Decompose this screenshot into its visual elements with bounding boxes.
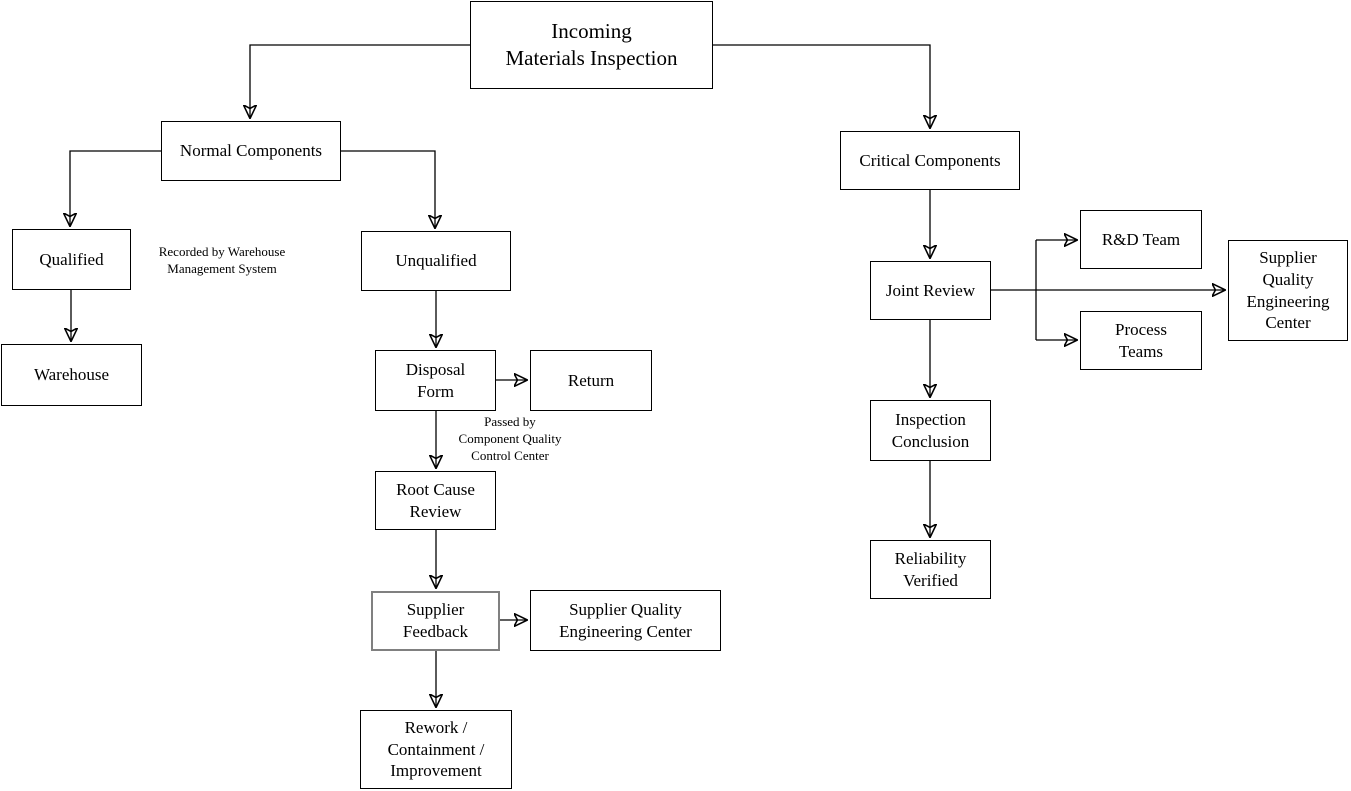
node-label: Process Teams [1115, 319, 1167, 361]
node-root-cause-review[interactable]: Root Cause Review [375, 471, 496, 530]
node-label: Normal Components [179, 141, 323, 161]
node-supplier-quality-engineering-center-right[interactable]: Supplier Quality Engineering Center [1228, 240, 1348, 341]
node-label: Joint Review [885, 280, 976, 300]
node-label: Inspection Conclusion [891, 409, 970, 451]
node-rd-team[interactable]: R&D Team [1080, 210, 1202, 269]
node-label: Return [567, 370, 615, 390]
node-label: Unqualified [395, 251, 477, 271]
node-supplier-feedback[interactable]: Supplier Feedback [371, 591, 500, 651]
node-qualified[interactable]: Qualified [12, 229, 131, 290]
annotation-passed-by-component-quality: Passed by Component Quality Control Cent… [458, 414, 562, 463]
node-joint-review[interactable]: Joint Review [870, 261, 991, 320]
node-reliability-verified[interactable]: Reliability Verified [870, 540, 991, 599]
node-critical-components[interactable]: Critical Components [840, 131, 1020, 190]
node-return[interactable]: Return [530, 350, 652, 411]
node-label: Supplier Feedback [402, 600, 469, 641]
node-label: Warehouse [33, 365, 110, 385]
node-label: Critical Components [859, 150, 1001, 170]
node-process-teams[interactable]: Process Teams [1080, 311, 1202, 370]
node-label: R&D Team [1101, 229, 1181, 249]
node-rework-containment-improvement[interactable]: Rework / Containment / Improvement [360, 710, 512, 789]
node-label: Disposal Form [405, 359, 466, 401]
node-label: Supplier Quality Engineering Center [1246, 248, 1330, 333]
node-label: Root Cause Review [396, 479, 475, 521]
node-supplier-quality-engineering-center[interactable]: Supplier Quality Engineering Center [530, 590, 721, 651]
node-label: Incoming Materials Inspection [505, 19, 678, 70]
connector-normal-to-unqualified [341, 150, 435, 228]
node-inspection-conclusion[interactable]: Inspection Conclusion [870, 400, 991, 461]
node-label: Reliability Verified [894, 548, 967, 590]
connector-normal-to-qualified [70, 150, 161, 226]
node-label: Qualified [39, 249, 104, 269]
connector-incoming-to-critical [713, 44, 930, 128]
node-unqualified[interactable]: Unqualified [361, 231, 511, 291]
node-disposal-form[interactable]: Disposal Form [375, 350, 496, 411]
node-incoming-materials-inspection[interactable]: Incoming Materials Inspection [470, 1, 713, 89]
node-warehouse[interactable]: Warehouse [1, 344, 142, 406]
connector-incoming-to-normal [250, 44, 470, 118]
annotation-recorded-by-warehouse: Recorded by Warehouse Management System [158, 244, 286, 276]
node-label: Supplier Quality Engineering Center [559, 599, 692, 641]
node-label: Rework / Containment / Improvement [387, 717, 485, 781]
node-normal-components[interactable]: Normal Components [161, 121, 341, 181]
